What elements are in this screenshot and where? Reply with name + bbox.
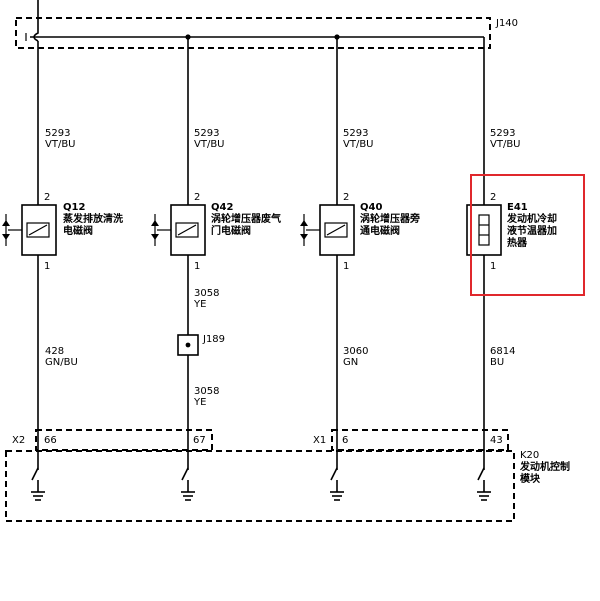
solenoid-coil-mark — [28, 224, 48, 236]
solenoid-coil — [324, 222, 348, 238]
wire-color-top-2: VT/BU — [194, 139, 225, 150]
component-name-q40-line1: 涡轮增压器旁 — [360, 212, 420, 225]
wire-label-bottom-4: 6814 — [490, 346, 515, 357]
solenoid-q42: 2 1 Q42 涡轮增压器废气 门电磁阀 — [151, 192, 281, 272]
component-name-e41-line2: 液节温器加 — [507, 224, 557, 237]
connector-x1-label: X1 — [313, 435, 326, 446]
wire-label-bottom-2: 3058 — [194, 386, 219, 397]
solenoid-q40: 2 1 Q40 涡轮增压器旁 通电磁阀 — [300, 192, 420, 272]
wire-color-top-3: VT/BU — [343, 139, 374, 150]
ground-switch-1 — [31, 467, 45, 501]
wire-label-top-4: 5293 — [490, 128, 515, 139]
heater-e41: 2 1 E41 发动机冷却 液节温器加 热器 — [466, 192, 557, 272]
pin-bottom-2: 1 — [194, 261, 200, 272]
module-pin-66: 66 — [44, 435, 57, 446]
highlight-box — [470, 174, 585, 296]
module-k20-name-line1: 发动机控制 — [519, 460, 570, 473]
solenoid-coil-mark — [326, 224, 346, 236]
component-name-q42-line2: 门电磁阀 — [211, 224, 251, 237]
component-name-q12-line2: 电磁阀 — [63, 224, 93, 237]
pin-bottom-1: 1 — [44, 261, 50, 272]
wire-label-top-2: 5293 — [194, 128, 219, 139]
connector-x2-label: X2 — [12, 435, 25, 446]
ground-switch-3 — [330, 467, 344, 501]
wire-label-bottom-3: 3060 — [343, 346, 368, 357]
component-name-q40-line2: 通电磁阀 — [360, 224, 400, 237]
connector-j140-outline — [15, 17, 491, 49]
splice-j189-dot — [185, 342, 191, 348]
pin-top-2: 2 — [194, 192, 200, 203]
component-name-e41-line3: 热器 — [507, 236, 528, 249]
wire-label-top-1: 5293 — [45, 128, 70, 139]
wire-color-bottom-3: GN — [343, 357, 358, 368]
heater-element-icon — [478, 214, 490, 246]
connector-x1-outline — [331, 429, 509, 451]
module-k20-id: K20 — [520, 450, 539, 461]
solenoid-coil-mark — [177, 224, 197, 236]
module-k20-name-line2: 模块 — [520, 472, 541, 485]
solenoid-q12: 2 1 Q12 蒸发排放清洗 电磁阀 — [2, 192, 123, 272]
wire-color-top-4: VT/BU — [490, 139, 521, 150]
switch-contact — [330, 467, 338, 481]
bus-feed-wire — [33, 0, 39, 42]
module-pin-6: 6 — [342, 435, 348, 446]
wire-color-mid-2: YE — [193, 299, 206, 310]
component-name-q12-line1: 蒸发排放清洗 — [63, 212, 123, 225]
connector-x2-outline — [35, 429, 213, 451]
switch-contact — [31, 467, 39, 481]
wire-label-mid-2: 3058 — [194, 288, 219, 299]
splice-j189-label: J189 — [202, 334, 225, 345]
pin-top-1: 2 — [44, 192, 50, 203]
heater-body — [466, 204, 502, 256]
wire-color-top-1: VT/BU — [45, 139, 76, 150]
module-pin-43: 43 — [490, 435, 503, 446]
ground-switch-4 — [477, 467, 491, 501]
switch-contact — [477, 467, 485, 481]
switch-contact — [181, 467, 189, 481]
solenoid-coil — [175, 222, 199, 238]
component-id-q12: Q12 — [63, 202, 85, 213]
pin-top-3: 2 — [343, 192, 349, 203]
pin-top-4: 2 — [490, 192, 496, 203]
component-name-q42-line1: 涡轮增压器废气 — [211, 212, 281, 225]
wire-label-bottom-1: 428 — [45, 346, 64, 357]
wire-color-bottom-4: BU — [490, 357, 504, 368]
solenoid-coil — [26, 222, 50, 238]
wire-color-bottom-1: GN/BU — [45, 357, 78, 368]
ground-switch-2 — [181, 467, 195, 501]
module-k20-outline — [5, 450, 515, 522]
pin-bottom-3: 1 — [343, 261, 349, 272]
wire-label-top-3: 5293 — [343, 128, 368, 139]
wire-color-bottom-2: YE — [193, 397, 206, 408]
component-id-e41: E41 — [507, 202, 528, 213]
pin-bottom-4: 1 — [490, 261, 496, 272]
connector-j140-label: J140 — [495, 18, 518, 29]
component-id-q42: Q42 — [211, 202, 233, 213]
module-pin-67: 67 — [193, 435, 206, 446]
component-id-q40: Q40 — [360, 202, 382, 213]
component-name-e41-line1: 发动机冷却 — [506, 212, 557, 225]
